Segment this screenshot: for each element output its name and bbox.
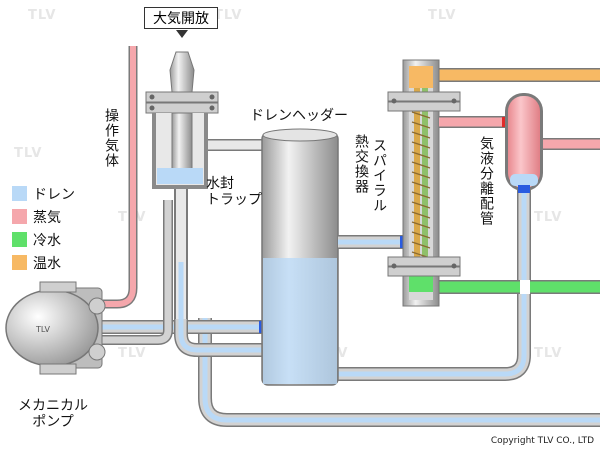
pump-logo: TLV	[36, 325, 50, 334]
heat-exchanger-label: 熱交換器	[353, 134, 369, 194]
balance-pipe	[174, 200, 262, 357]
drain-header-label: ドレンヘッダー	[250, 108, 348, 124]
legend-item-drain: ドレン	[12, 182, 75, 205]
drain-return-pipe	[198, 318, 600, 427]
vent-arrow-icon	[176, 30, 188, 38]
spiral-heat-exchanger	[387, 59, 600, 307]
legend-label: 冷水	[33, 232, 61, 249]
atmosphere-vent	[145, 51, 219, 114]
watermark: TLV	[14, 146, 43, 161]
drain-header-outlet-pipe	[338, 190, 531, 381]
legend-swatch	[12, 209, 27, 224]
valve-icon	[502, 117, 507, 127]
copyright: Copyright TLV CO., LTD	[490, 436, 594, 446]
exchanger-steam-pipe	[439, 116, 507, 128]
watermark: TLV	[534, 346, 563, 361]
valve-icon	[518, 185, 530, 193]
watermark: TLV	[534, 210, 563, 225]
legend-swatch	[12, 186, 27, 201]
exchanger-drain-pipe	[338, 235, 405, 249]
legend-swatch	[12, 255, 27, 270]
gas-liquid-separator	[505, 93, 543, 193]
water-seal-trap	[152, 112, 208, 189]
watermark: TLV	[428, 8, 457, 23]
watermark: TLV	[214, 8, 243, 23]
legend-label: 温水	[33, 255, 61, 272]
legend-item-hot-water: 温水	[12, 251, 75, 274]
legend-swatch	[12, 232, 27, 247]
legend-item-cold-water: 冷水	[12, 228, 75, 251]
vent-label: 大気開放	[144, 7, 218, 29]
pump-label: メカニカル ポンプ	[18, 398, 88, 430]
legend-label: ドレン	[33, 186, 75, 203]
legend-label: 蒸気	[33, 209, 61, 226]
spiral-label: スパイラル	[371, 138, 387, 213]
operating-gas-label: 操作気体	[103, 108, 119, 168]
legend-item-steam: 蒸気	[12, 205, 75, 228]
mechanical-pump	[5, 281, 106, 375]
legend: ドレン 蒸気 冷水 温水	[12, 182, 75, 274]
pump-vent-pipe	[96, 200, 173, 345]
watermark: TLV	[28, 8, 57, 23]
watermark: TLV	[118, 346, 147, 361]
separator-label: 気液分離配管	[478, 136, 494, 226]
drain-header-tank	[261, 128, 339, 386]
water-seal-trap-label: 水封 トラップ	[206, 176, 262, 208]
operating-gas-pipe	[92, 46, 138, 309]
